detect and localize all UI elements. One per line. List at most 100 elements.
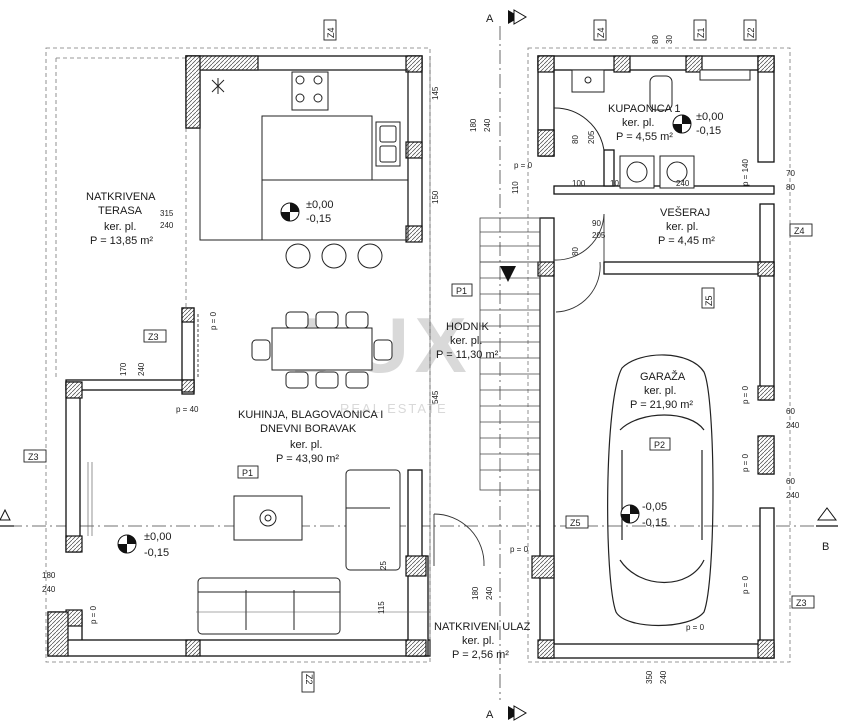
marker-z3-terrace: Z3 xyxy=(148,332,159,342)
veseraj-area: P = 4,45 m² xyxy=(658,235,715,247)
car-outline xyxy=(607,354,714,626)
wall-markers xyxy=(23,19,815,693)
level-symbols xyxy=(117,114,692,554)
dim-145: 145 xyxy=(431,86,440,100)
parapet-garage: p = 0 xyxy=(686,623,705,632)
dim-240g: 240 xyxy=(786,491,800,500)
kupaonica-area: P = 4,55 m² xyxy=(616,131,673,143)
kuhinja-area: P = 43,90 m² xyxy=(276,453,339,465)
marker-z5-garage: Z5 xyxy=(704,295,714,306)
watermark-tag: REAL ESTATE xyxy=(340,401,448,416)
svg-text:B: B xyxy=(822,541,829,553)
marker-z4-top: Z4 xyxy=(326,27,336,38)
kuhinja-name-1: KUHINJA, BLAGOVAONICA I xyxy=(238,409,383,421)
veseraj-name: VEŠERAJ xyxy=(660,206,710,219)
marker-p1-kitchen: P1 xyxy=(242,468,253,478)
ulaz-area: P = 2,56 m² xyxy=(452,649,509,661)
dim-110: 110 xyxy=(511,181,520,194)
dim-10: 10 xyxy=(610,179,619,188)
dim-80b: 80 xyxy=(571,247,580,256)
dim-240d: 240 xyxy=(42,585,56,594)
garaza-floor: ker. pl. xyxy=(644,385,676,397)
ulaz-name: NATKRIVENI ULAZ xyxy=(434,621,531,633)
laundry-machines xyxy=(619,155,695,189)
level-terrace-a: ±0,00 xyxy=(144,531,171,543)
kupaonica-floor: ker. pl. xyxy=(622,117,654,129)
level-kitchen-b: -0,15 xyxy=(306,213,331,225)
living-furniture xyxy=(197,469,401,635)
dim-90: 90 xyxy=(592,219,601,228)
dim-240c: 240 xyxy=(137,362,146,376)
hodnik-floor: ker. pl. xyxy=(450,335,482,347)
dim-180c: 180 xyxy=(471,586,480,600)
dining-table xyxy=(251,311,393,389)
level-bath-a: ±0,00 xyxy=(696,111,723,123)
garaza-area: P = 21,90 m² xyxy=(630,399,693,411)
level-garage-a: -0,05 xyxy=(642,501,667,513)
dim-545: 545 xyxy=(431,390,440,404)
dim-60b: 60 xyxy=(786,477,795,486)
marker-z4-right: Z4 xyxy=(794,226,805,236)
marker-z4-bath: Z4 xyxy=(596,27,606,38)
ulaz-floor: ker. pl. xyxy=(462,635,494,647)
level-terrace-b: -0,15 xyxy=(144,547,169,559)
level-garage-b: -0,15 xyxy=(642,517,667,529)
terasa-area: P = 13,85 m² xyxy=(90,235,153,247)
dim-180: 180 xyxy=(469,118,478,132)
kitchen-counter xyxy=(199,69,409,241)
dim-70: 70 xyxy=(786,169,795,178)
parapet-ulaz: p = 0 xyxy=(510,545,529,554)
door-swings xyxy=(197,213,605,567)
dim-240e: 240 xyxy=(676,179,690,188)
dim-25: 25 xyxy=(379,561,388,570)
parapet-hall: p = 0 xyxy=(514,161,533,170)
dim-80: 80 xyxy=(571,135,580,144)
parapet-g3: p = 0 xyxy=(741,575,750,594)
level-bath-b: -0,15 xyxy=(696,125,721,137)
marker-p2: P2 xyxy=(654,440,665,450)
marker-z2-bottom: Z2 xyxy=(304,674,314,685)
level-kitchen-a: ±0,00 xyxy=(306,199,333,211)
parapet-g2: p = 0 xyxy=(741,453,750,472)
floor-markers xyxy=(237,283,671,479)
svg-text:A: A xyxy=(486,13,494,25)
kuhinja-name-2: DNEVNI BORAVAK xyxy=(260,423,357,435)
dim-240b: 240 xyxy=(160,221,174,230)
kuhinja-floor: ker. pl. xyxy=(290,439,322,451)
section-a-bottom: A xyxy=(486,705,527,721)
dim-150: 150 xyxy=(431,190,440,204)
marker-z5-hall: Z5 xyxy=(570,518,581,528)
dim-205: 205 xyxy=(587,130,596,144)
terrace-lines xyxy=(87,462,93,536)
parapet-terrace: p = 0 xyxy=(209,311,218,330)
veseraj-floor: ker. pl. xyxy=(666,221,698,233)
dim-180b: 180 xyxy=(42,571,56,580)
dim-115: 115 xyxy=(377,601,386,614)
terasa-name-2: TERASA xyxy=(98,205,143,217)
dim-240i: 240 xyxy=(485,586,494,600)
section-b: B xyxy=(816,507,838,553)
kupaonica-name: KUPAONICA 1 xyxy=(608,103,681,115)
hodnik-area: P = 11,30 m² xyxy=(436,349,499,361)
bathroom-fixtures xyxy=(553,69,751,151)
marker-z3-right: Z3 xyxy=(796,598,807,608)
marker-z3-left: Z3 xyxy=(28,452,39,462)
dim-350: 350 xyxy=(645,670,654,684)
dim-240h: 240 xyxy=(659,670,668,684)
section-left xyxy=(0,508,14,527)
terasa-name-1: NATKRIVENA xyxy=(86,191,156,203)
section-a-top: A xyxy=(486,9,527,25)
hodnik-name: HODNIK xyxy=(446,321,489,333)
parapet-g1: p = 0 xyxy=(741,385,750,404)
dim-80c: 80 xyxy=(651,35,660,44)
dim-100: 100 xyxy=(572,179,586,188)
marker-p1-hall: P1 xyxy=(456,286,467,296)
terasa-floor: ker. pl. xyxy=(104,221,136,233)
dim-240f: 240 xyxy=(786,421,800,430)
dimension-lines xyxy=(196,56,431,656)
dim-205b: 205 xyxy=(592,231,606,240)
parapet-p140: p = 140 xyxy=(741,159,750,186)
marker-z2: Z2 xyxy=(746,27,756,38)
dim-240: 240 xyxy=(483,118,492,132)
